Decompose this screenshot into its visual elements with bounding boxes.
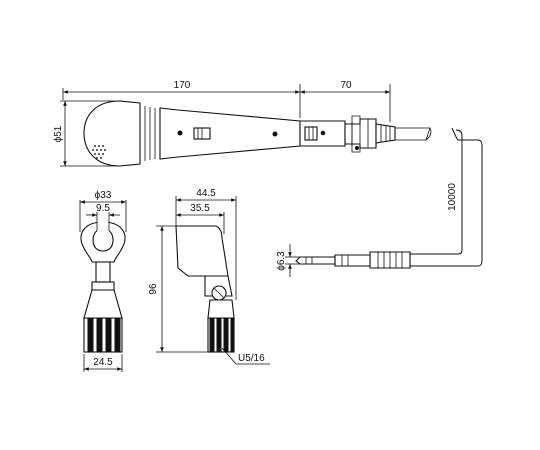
dimension-9-5: 9.5 — [86, 203, 120, 222]
connector-switch — [304, 126, 318, 141]
microphone-head — [83, 100, 141, 167]
thread-spec-label: U5/16 — [238, 353, 265, 364]
holder-front-view — [80, 220, 126, 353]
holder-width-label: 44.5 — [196, 188, 216, 199]
cable-path — [410, 127, 483, 267]
dimension-170: 170 — [62, 80, 301, 118]
holder-height-label: 96 — [148, 283, 159, 295]
holder-base-width-label: 24.5 — [93, 357, 113, 368]
phone-plug — [295, 251, 411, 269]
holder-side-view — [175, 225, 235, 353]
mic-length-label: 170 — [174, 80, 191, 91]
dimension-96: 96 — [148, 225, 208, 353]
thread-spec-callout: U5/16 — [221, 347, 270, 365]
grille-pattern — [92, 145, 106, 159]
dimension-70: 70 — [300, 80, 391, 122]
head-diameter-label: ϕ51 — [53, 125, 64, 142]
dimension-24-5: 24.5 — [83, 354, 123, 372]
xlr-plug — [344, 118, 377, 149]
body-screw — [272, 131, 278, 137]
dimension-phi33: ϕ33 — [79, 190, 127, 232]
plug-diameter-label: ϕ6.3 — [276, 251, 287, 271]
dimension-44-5: 44.5 — [175, 188, 237, 300]
holder-diameter-label: ϕ33 — [95, 190, 112, 201]
dimension-phi6-3: ϕ6.3 — [276, 244, 300, 277]
cable-length-label: 10000 — [447, 183, 458, 211]
dimension-phi51: ϕ51 — [53, 100, 120, 167]
microphone-side-view — [83, 100, 432, 167]
dimension-10000: 10000 — [447, 183, 458, 211]
holder-gap-label: 9.5 — [96, 203, 110, 214]
holder-inner-width-label: 35.5 — [190, 203, 210, 214]
plug-length-label: 70 — [340, 80, 352, 91]
switch-screw — [177, 130, 183, 136]
dimension-35-5: 35.5 — [176, 203, 225, 234]
